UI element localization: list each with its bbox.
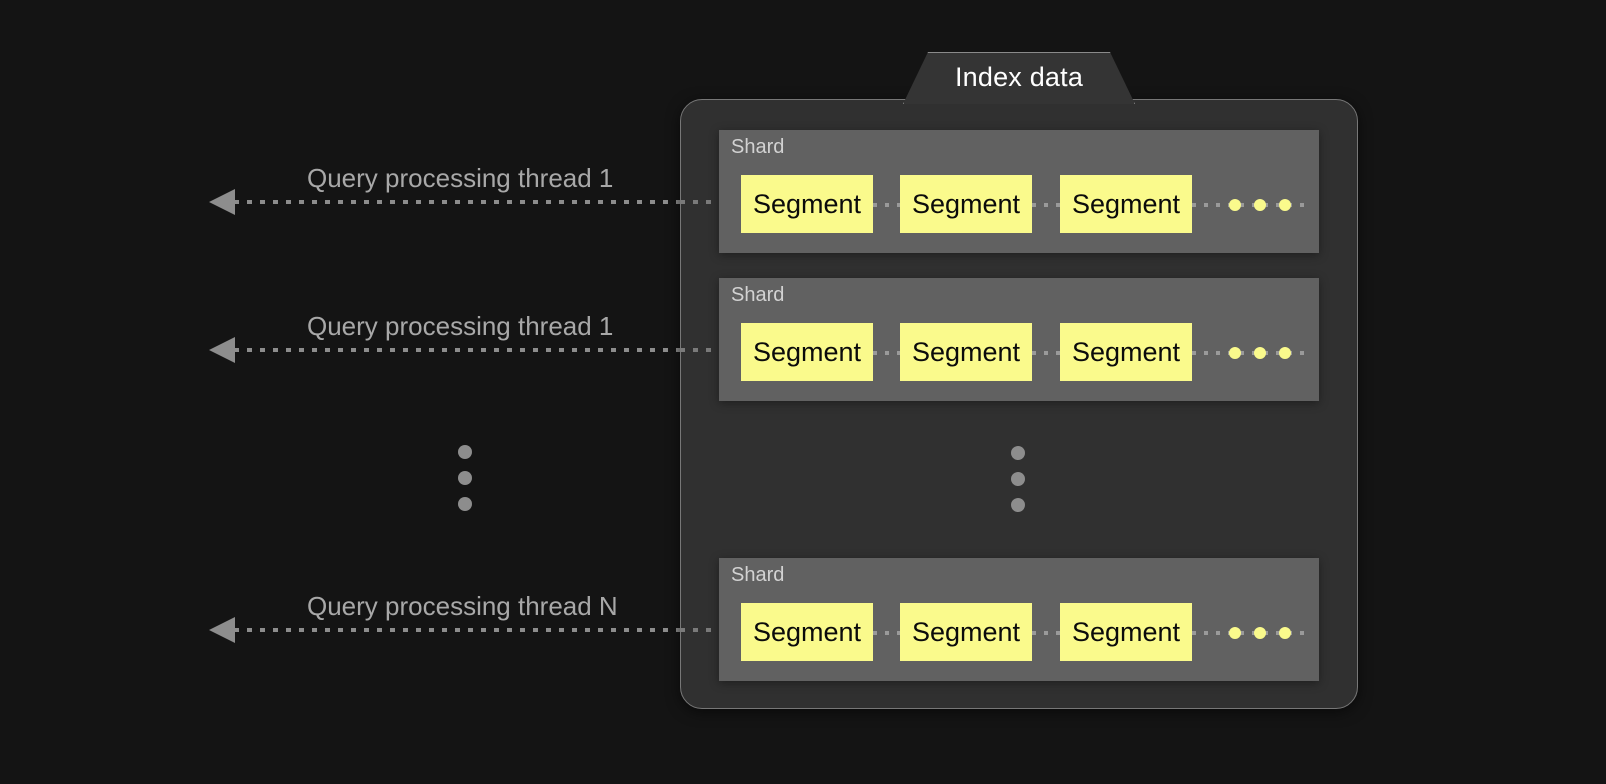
thread-label-2: Query processing thread 1 <box>307 311 614 341</box>
more-segments-dot <box>1254 199 1266 211</box>
left-arrow-icon-3 <box>209 617 235 643</box>
index-data-title: Index data <box>954 62 1084 92</box>
segment-connector <box>1032 631 1060 635</box>
segment-box: Segment <box>1060 603 1192 661</box>
segment-box: Segment <box>1060 175 1192 233</box>
panel-gutter-line-1 <box>680 200 741 204</box>
ellipsis-dot <box>458 445 472 459</box>
segment-box: Segment <box>1060 323 1192 381</box>
segment-box: Segment <box>741 603 873 661</box>
vertical-ellipsis-shards <box>1011 446 1025 512</box>
segment-box: Segment <box>741 323 873 381</box>
thread-connector-line-2 <box>234 348 744 352</box>
left-arrow-icon-2 <box>209 337 235 363</box>
ellipsis-dot <box>458 471 472 485</box>
ellipsis-dot <box>1011 498 1025 512</box>
panel-gutter-line-2 <box>680 348 741 352</box>
shard-row-3: Shard Segment Segment Segment <box>719 558 1319 681</box>
more-segments-dot <box>1229 347 1241 359</box>
thread-connector-line-1 <box>234 200 744 204</box>
more-segments-dot <box>1279 627 1291 639</box>
segment-tail-connector <box>1192 351 1304 355</box>
more-segments-dot <box>1254 347 1266 359</box>
segment-connector <box>1032 203 1060 207</box>
thread-label-1: Query processing thread 1 <box>307 163 614 193</box>
more-segments-dot <box>1229 199 1241 211</box>
segment-box: Segment <box>900 323 1032 381</box>
segment-connector <box>1032 351 1060 355</box>
segment-connector <box>873 203 900 207</box>
ellipsis-dot <box>1011 472 1025 486</box>
thread-label-3: Query processing thread N <box>307 591 618 621</box>
segment-box: Segment <box>900 603 1032 661</box>
shard-label-2: Shard <box>731 284 785 306</box>
segment-connector <box>873 351 900 355</box>
more-segments-dot <box>1279 199 1291 211</box>
left-arrow-icon-1 <box>209 189 235 215</box>
vertical-ellipsis-threads <box>458 445 472 511</box>
more-segments-dot <box>1279 347 1291 359</box>
segment-box: Segment <box>900 175 1032 233</box>
panel-gutter-line-3 <box>680 628 741 632</box>
shard-label-3: Shard <box>731 564 785 586</box>
ellipsis-dot <box>458 497 472 511</box>
shard-row-1: Shard Segment Segment Segment <box>719 130 1319 253</box>
shard-row-2: Shard Segment Segment Segment <box>719 278 1319 401</box>
segment-tail-connector <box>1192 203 1304 207</box>
segment-row-3: Segment Segment Segment <box>719 603 1319 661</box>
segment-connector <box>873 631 900 635</box>
shard-label-1: Shard <box>731 136 785 158</box>
more-segments-dot <box>1254 627 1266 639</box>
thread-connector-line-3 <box>234 628 744 632</box>
index-data-tab: Index data <box>903 52 1135 104</box>
segment-row-1: Segment Segment Segment <box>719 175 1319 233</box>
segment-tail-connector <box>1192 631 1304 635</box>
ellipsis-dot <box>1011 446 1025 460</box>
segment-box: Segment <box>741 175 873 233</box>
more-segments-dot <box>1229 627 1241 639</box>
segment-row-2: Segment Segment Segment <box>719 323 1319 381</box>
